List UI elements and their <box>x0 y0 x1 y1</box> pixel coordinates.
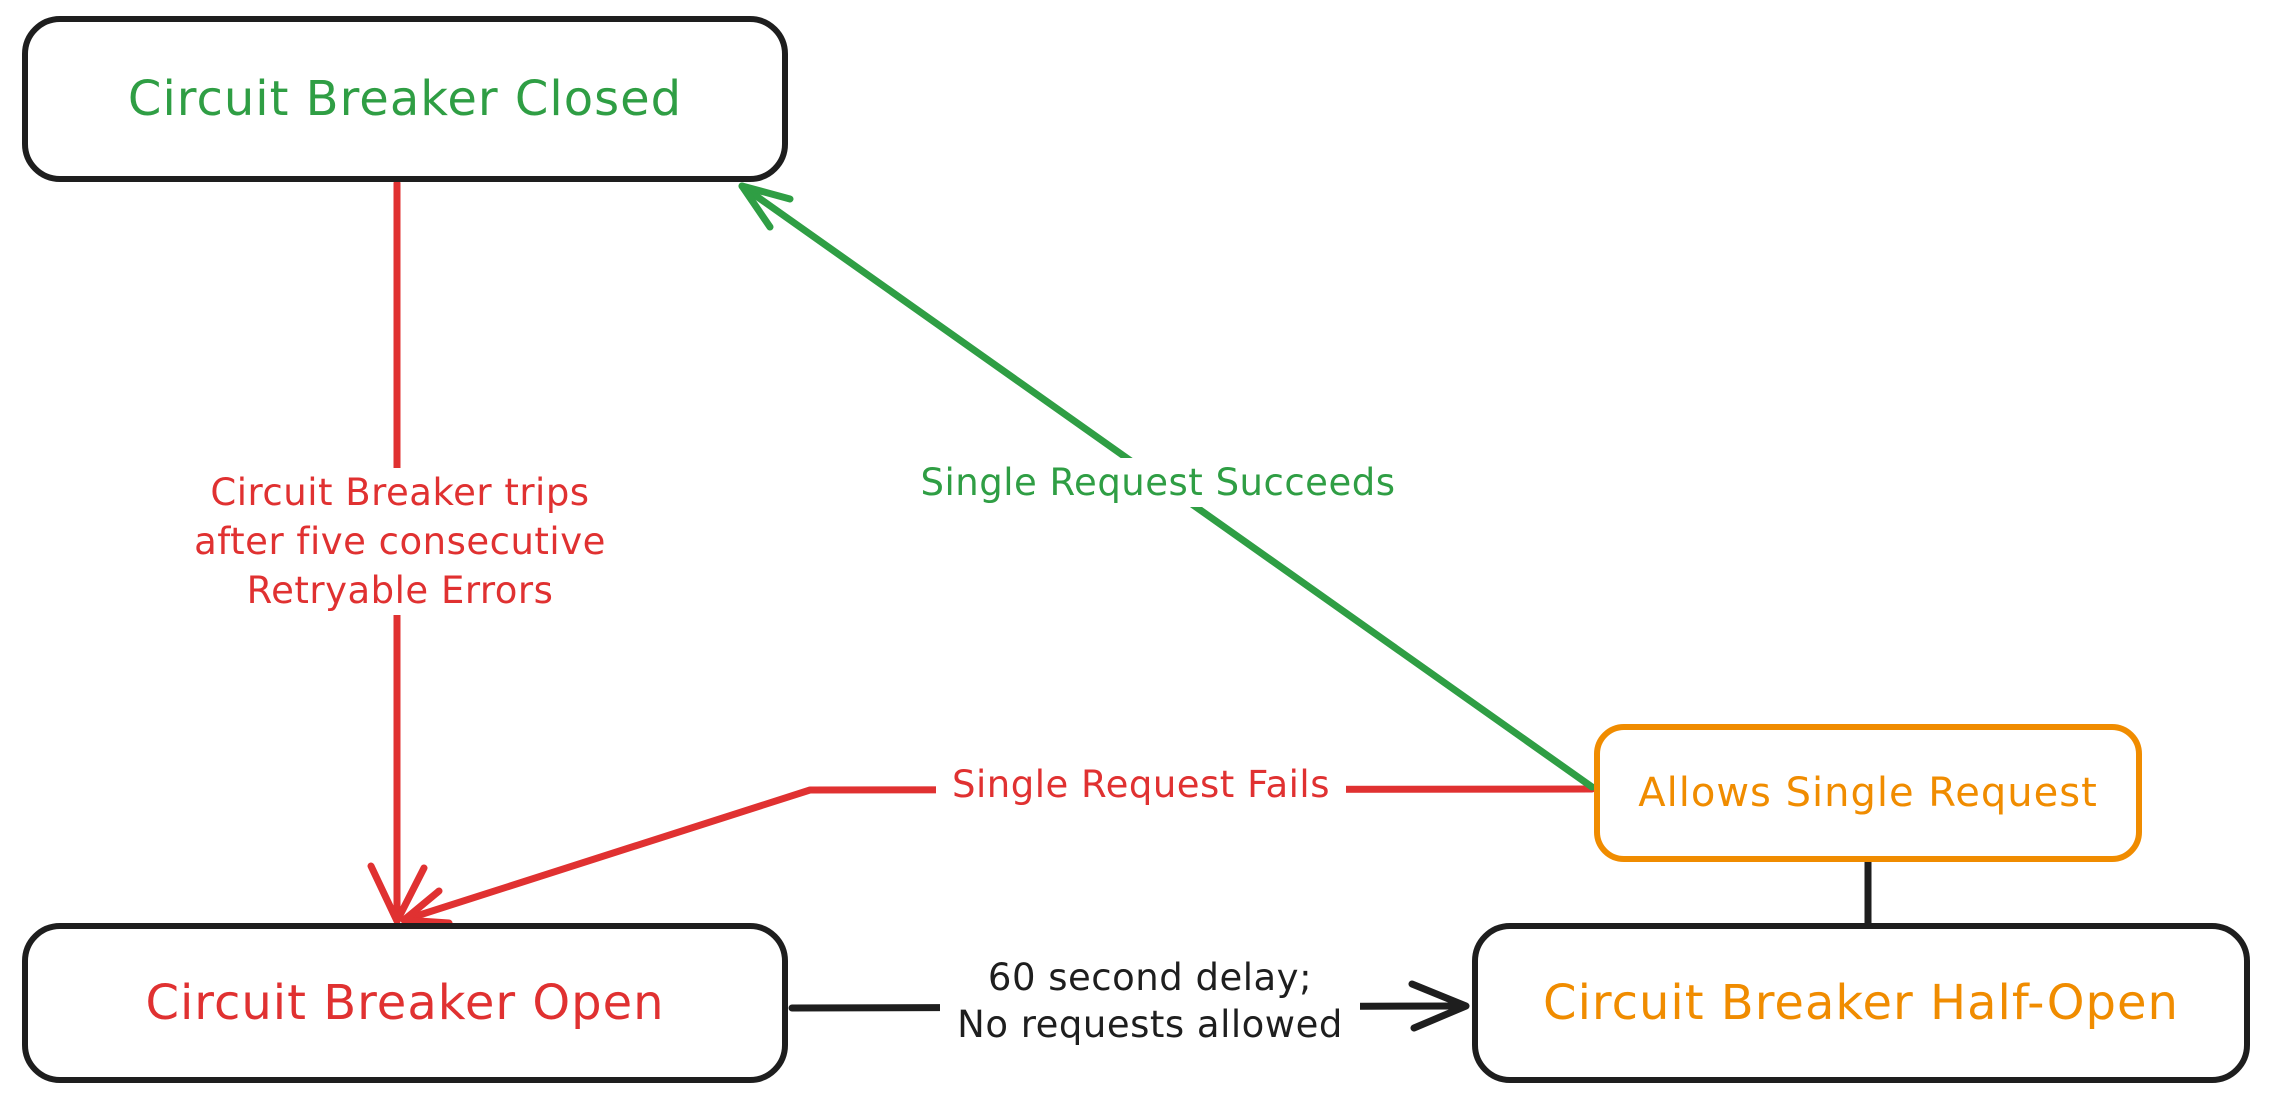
node-circuit-breaker-half-open-label: Circuit Breaker Half-Open <box>1543 975 2179 1031</box>
edge-trip-label-line3: Retryable Errors <box>246 569 554 612</box>
node-circuit-breaker-closed: Circuit Breaker Closed <box>22 16 788 182</box>
edge-delay-label: 60 second delay; No requests allowed <box>940 954 1360 1048</box>
edge-succeeds-label: Single Request Succeeds <box>908 458 1408 507</box>
edge-delay-label-line2: No requests allowed <box>957 1003 1343 1046</box>
node-circuit-breaker-open-label: Circuit Breaker Open <box>145 975 665 1031</box>
node-circuit-breaker-closed-label: Circuit Breaker Closed <box>127 71 683 127</box>
edge-trip-label-line1: Circuit Breaker trips <box>210 471 590 514</box>
edge-fails-arrow <box>400 785 1596 927</box>
edge-fails-label: Single Request Fails <box>936 760 1346 809</box>
node-allows-single-request: Allows Single Request <box>1594 724 2142 862</box>
node-circuit-breaker-open: Circuit Breaker Open <box>22 923 788 1083</box>
edge-trip-label-line2: after five consecutive <box>194 520 606 563</box>
edge-trip-label: Circuit Breaker trips after five consecu… <box>160 468 640 615</box>
node-allows-single-request-label: Allows Single Request <box>1638 770 2098 816</box>
node-circuit-breaker-half-open: Circuit Breaker Half-Open <box>1472 923 2250 1083</box>
edge-delay-label-line1: 60 second delay; <box>987 956 1313 999</box>
